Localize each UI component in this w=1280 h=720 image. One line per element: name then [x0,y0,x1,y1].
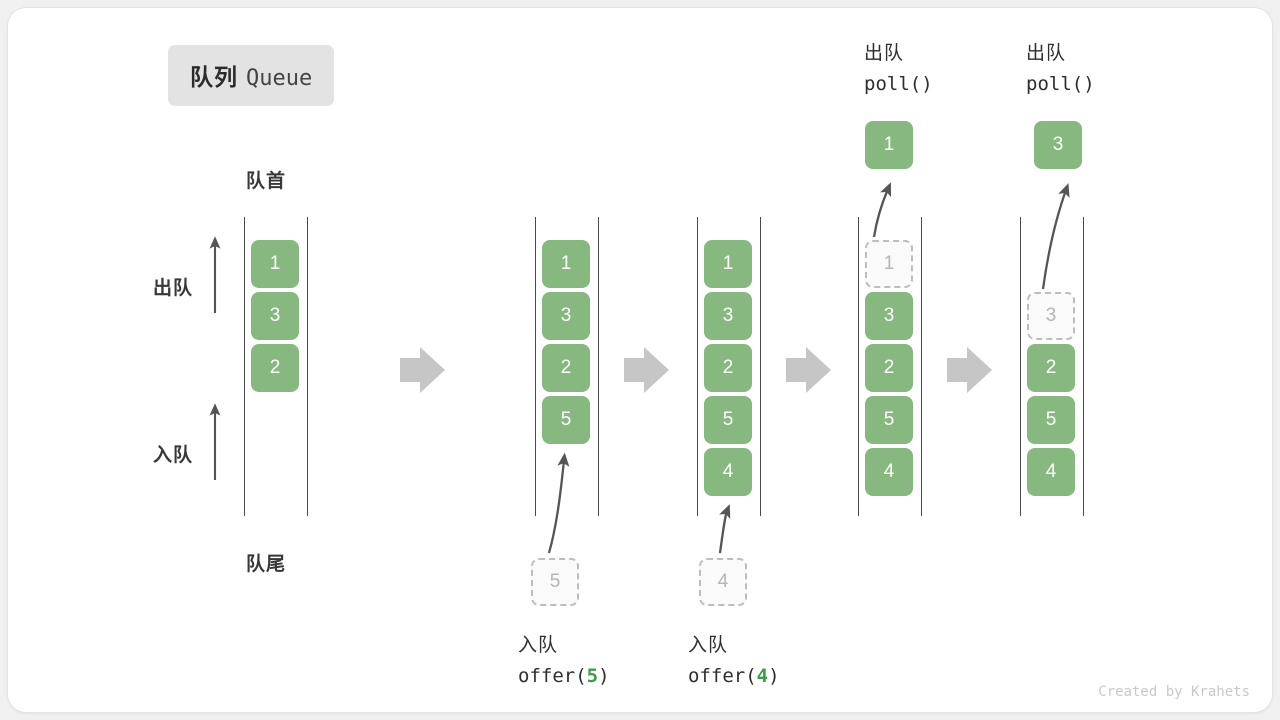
queue-cell: 2 [1027,344,1075,392]
dequeue-arrow-3 [1041,183,1070,290]
code-suffix: ) [921,73,933,95]
queue-cell: 2 [704,344,752,392]
code-suffix: ) [1083,73,1095,95]
queue-cell: 3 [704,292,752,340]
queue-cell: 3 [865,292,913,340]
queue-cell: 1 [704,240,752,288]
operation-label-offer-4: 入队 offer(4) [688,630,780,687]
operation-name: 入队 [518,635,559,656]
queue-cell: 5 [1027,396,1075,444]
queue-cell: 4 [865,448,913,496]
rail-left-col2 [535,217,536,516]
operation-label-offer-5: 入队 offer(5) [518,630,610,687]
flow-arrow-3 [786,347,831,393]
enqueue-arrow-5 [547,452,570,554]
rail-right-col1 [307,217,308,516]
queue-cell: 1 [251,240,299,288]
diagram-title-badge: 队列 Queue [168,45,335,106]
rail-right-col4 [921,217,922,516]
queue-cell-ghost: 3 [1027,292,1075,340]
queue-cell: 2 [865,344,913,392]
rail-right-col2 [598,217,599,516]
queue-cell: 2 [251,344,299,392]
queue-cell: 5 [542,396,590,444]
operation-code: offer(5) [518,665,610,687]
flow-arrow-4 [947,347,992,393]
incoming-ghost-cell: 5 [531,558,579,606]
code-prefix: poll( [864,73,922,95]
code-prefix: offer( [518,665,587,687]
code-suffix: ) [768,665,780,687]
code-suffix: ) [598,665,610,687]
rail-left-col5 [1020,217,1021,516]
flow-arrow-2 [624,347,669,393]
credit-text: Created by Krahets [1098,684,1250,700]
diagram-stage: 队列 Queue 队首 队尾 出队 入队 1 3 2 1 3 2 5 5 入队 o… [8,8,1272,712]
operation-code: offer(4) [688,665,780,687]
operation-label-poll-1: 出队 poll() [864,38,933,95]
code-argument: 4 [756,665,769,687]
title-chinese: 队列 [190,64,238,90]
queue-cell: 3 [542,292,590,340]
operation-code: poll() [1026,73,1095,95]
diagram-card: 队列 Queue 队首 队尾 出队 入队 1 3 2 1 3 2 5 5 入队 o… [8,8,1272,712]
rail-left-col4 [858,217,859,516]
title-english: Queue [246,66,313,91]
code-prefix: offer( [688,665,757,687]
queue-cell: 4 [1027,448,1075,496]
front-label: 队首 [246,171,287,192]
rail-left-col3 [697,217,698,516]
operation-code: poll() [864,73,933,95]
queue-cell: 1 [542,240,590,288]
dequeue-arrow-1 [872,182,892,238]
dequeue-side-label: 出队 [153,278,194,299]
enqueue-side-label: 入队 [153,445,194,466]
rear-label: 队尾 [246,554,287,575]
operation-name: 出队 [1026,43,1067,64]
operation-label-poll-3: 出队 poll() [1026,38,1095,95]
popped-value-cell: 1 [865,121,913,169]
queue-cell: 5 [704,396,752,444]
queue-cell-ghost: 1 [865,240,913,288]
rail-right-col5 [1083,217,1084,516]
rail-left-col1 [244,217,245,516]
rail-right-col3 [760,217,761,516]
queue-cell: 4 [704,448,752,496]
popped-value-cell: 3 [1034,121,1082,169]
flow-arrow-1 [400,347,445,393]
operation-name: 出队 [864,43,905,64]
code-argument: 5 [586,665,599,687]
incoming-ghost-cell: 4 [699,558,747,606]
code-prefix: poll( [1026,73,1084,95]
queue-cell: 3 [251,292,299,340]
operation-name: 入队 [688,635,729,656]
queue-cell: 2 [542,344,590,392]
enqueue-arrow-4 [718,504,731,554]
queue-cell: 5 [865,396,913,444]
